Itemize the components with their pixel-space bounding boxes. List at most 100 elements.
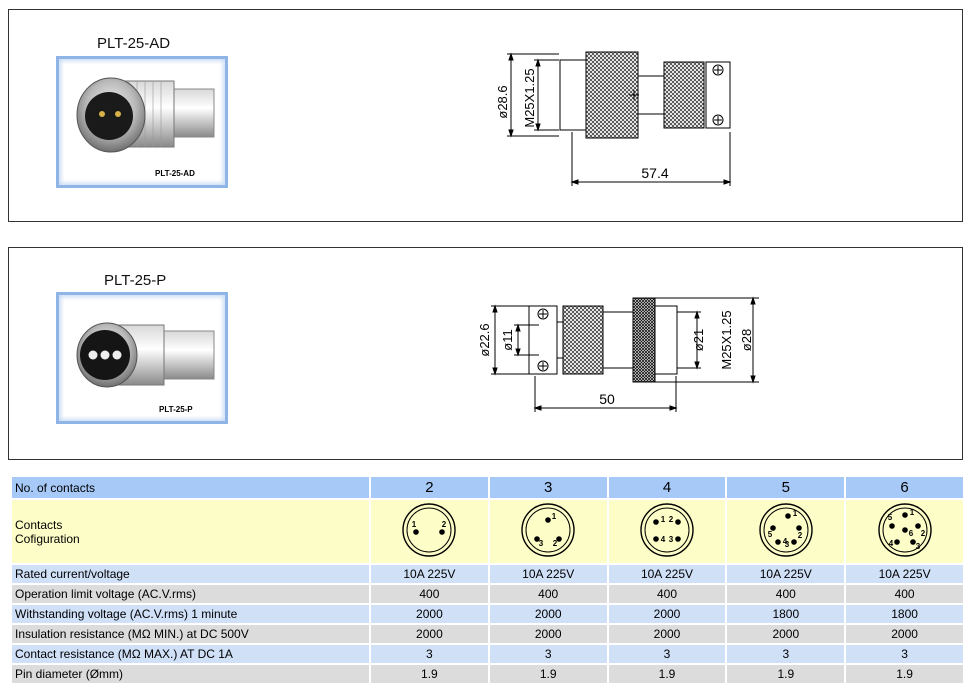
- table-row: Rated current/voltage 10A 225V 10A 225V …: [12, 565, 963, 583]
- product-photo: PLT-25-P: [56, 292, 228, 424]
- pin-number: 2: [442, 520, 447, 529]
- row-label: Withstanding voltage (AC.V.rms) 1 minute: [12, 605, 369, 623]
- cell-value: 2000: [727, 625, 845, 643]
- photo-caption: PLT-25-AD: [155, 169, 195, 178]
- dim-outer-diameter: ø28.6: [495, 85, 510, 118]
- column-header: 2: [371, 477, 488, 498]
- pin-number: 4: [783, 537, 788, 546]
- cell-value: 1800: [727, 605, 845, 623]
- cell-value: 2000: [489, 625, 607, 643]
- cell-value: 400: [608, 585, 726, 603]
- pin-number: 4: [661, 535, 666, 544]
- cell-value: 400: [727, 585, 845, 603]
- product-panel-plt-25-p: PLT-25-P PLT-25-P: [8, 247, 963, 460]
- pin-number: 1: [793, 509, 798, 518]
- pin-number: 6: [908, 529, 913, 538]
- pin-number: 1: [909, 508, 914, 517]
- cell-value: 2000: [608, 605, 726, 623]
- cell-value: 2000: [371, 625, 488, 643]
- pin-number: 3: [785, 540, 790, 549]
- pin-layout-diagram: 1 2 3: [521, 503, 575, 557]
- dim-thread: M25X1.25: [522, 68, 537, 127]
- pin-number: 2: [553, 539, 558, 548]
- column-header: 4: [608, 477, 726, 498]
- cell-value: 2000: [608, 625, 726, 643]
- pin-number: 4: [888, 539, 893, 548]
- config-label-line1: Contacts: [15, 517, 63, 532]
- cell-value: 1.9: [489, 665, 607, 683]
- cell-value: 3: [371, 645, 488, 663]
- cell-value: 400: [846, 585, 963, 603]
- row-label: Rated current/voltage: [12, 565, 369, 583]
- cell-value: 2000: [846, 625, 963, 643]
- column-header: 5: [727, 477, 845, 498]
- cell-value: 2000: [489, 605, 607, 623]
- cell-value: 10A 225V: [371, 565, 488, 583]
- cell-value: 400: [371, 585, 488, 603]
- pin-layout-diagram: 1 2 3 4 5 6: [877, 503, 932, 557]
- dim-thread: M25X1.25: [719, 310, 734, 369]
- cell-value: 10A 225V: [608, 565, 726, 583]
- pin-number: 1: [661, 515, 666, 524]
- config-row: Contacts Cofiguration 1 2 1 2 3: [12, 500, 963, 563]
- row-label: Pin diameter (Ømm): [12, 665, 369, 683]
- dim-length: 57.4: [641, 165, 668, 181]
- pin-layout-diagram: 1 2 3 4: [640, 503, 694, 557]
- dim-nut-diameter: ø28: [739, 329, 754, 351]
- cell-value: 1800: [846, 605, 963, 623]
- cell-value: 1.9: [371, 665, 488, 683]
- cell-value: 1.9: [727, 665, 845, 683]
- row-label: Insulation resistance (MΩ MIN.) at DC 50…: [12, 625, 369, 643]
- pin-number: 3: [669, 535, 674, 544]
- product-title: PLT-25-P: [104, 272, 167, 289]
- pin-layout-diagram: 1 2: [402, 503, 457, 557]
- table-row: Pin diameter (Ømm) 1.9 1.9 1.9 1.9 1.9: [12, 665, 963, 683]
- dim-outer-diameter: ø22.6: [477, 323, 492, 356]
- column-header: 3: [489, 477, 607, 498]
- cell-value: 3: [846, 645, 963, 663]
- dim-length: 50: [599, 391, 615, 407]
- photo-caption: PLT-25-P: [159, 405, 193, 414]
- cell-value: 3: [727, 645, 845, 663]
- dimension-drawing: ø22.6 ø11 ø21 M25X1.25 ø28 50: [477, 296, 759, 412]
- cell-value: 1.9: [608, 665, 726, 683]
- product-photo: PLT-25-AD: [56, 56, 228, 188]
- cell-value: 10A 225V: [727, 565, 845, 583]
- pin-number: 1: [412, 520, 417, 529]
- table-row: Insulation resistance (MΩ MIN.) at DC 50…: [12, 625, 963, 643]
- cell-value: 3: [489, 645, 607, 663]
- table-row: Operation limit voltage (AC.V.rms) 400 4…: [12, 585, 963, 603]
- config-label-line2: Cofiguration: [15, 531, 80, 546]
- pin-number: 3: [915, 542, 920, 551]
- pin-number: 1: [552, 512, 557, 521]
- spec-table: No. of contacts 2 3 4 5 6 Contacts Cofig…: [10, 475, 965, 685]
- cell-value: 10A 225V: [489, 565, 607, 583]
- connector-socket-image: [76, 322, 215, 388]
- cell-value: 10A 225V: [846, 565, 963, 583]
- dim-body-diameter: ø21: [691, 329, 706, 351]
- product-title: PLT-25-AD: [97, 35, 171, 52]
- cell-value: 1.9: [846, 665, 963, 683]
- pin-number: 2: [798, 531, 803, 540]
- table-row: Withstanding voltage (AC.V.rms) 1 minute…: [12, 605, 963, 623]
- cell-value: 400: [489, 585, 607, 603]
- row-label: Contact resistance (MΩ MAX.) AT DC 1A: [12, 645, 369, 663]
- product-panel-plt-25-ad: PLT-25-AD PLT-25-AD: [8, 9, 963, 222]
- dimension-drawing: ø28.6 M25X1.25 57.4: [495, 51, 732, 186]
- cell-value: 3: [608, 645, 726, 663]
- cell-value: 2000: [371, 605, 488, 623]
- dim-inner-diameter: ø11: [500, 329, 515, 350]
- pin-number: 2: [669, 515, 674, 524]
- row-label: Operation limit voltage (AC.V.rms): [12, 585, 369, 603]
- pin-number: 2: [920, 529, 925, 538]
- table-header-row: No. of contacts 2 3 4 5 6: [12, 477, 963, 498]
- pin-number: 3: [539, 539, 544, 548]
- table-row: Contact resistance (MΩ MAX.) AT DC 1A 3 …: [12, 645, 963, 663]
- pin-number: 5: [768, 530, 773, 539]
- connector-plug-image: [76, 77, 215, 153]
- pin-layout-diagram: 1 2 3 4 5: [759, 503, 813, 557]
- column-header: 6: [846, 477, 963, 498]
- header-label: No. of contacts: [12, 477, 369, 498]
- pin-number: 5: [887, 513, 892, 522]
- config-label: Contacts Cofiguration: [12, 500, 369, 563]
